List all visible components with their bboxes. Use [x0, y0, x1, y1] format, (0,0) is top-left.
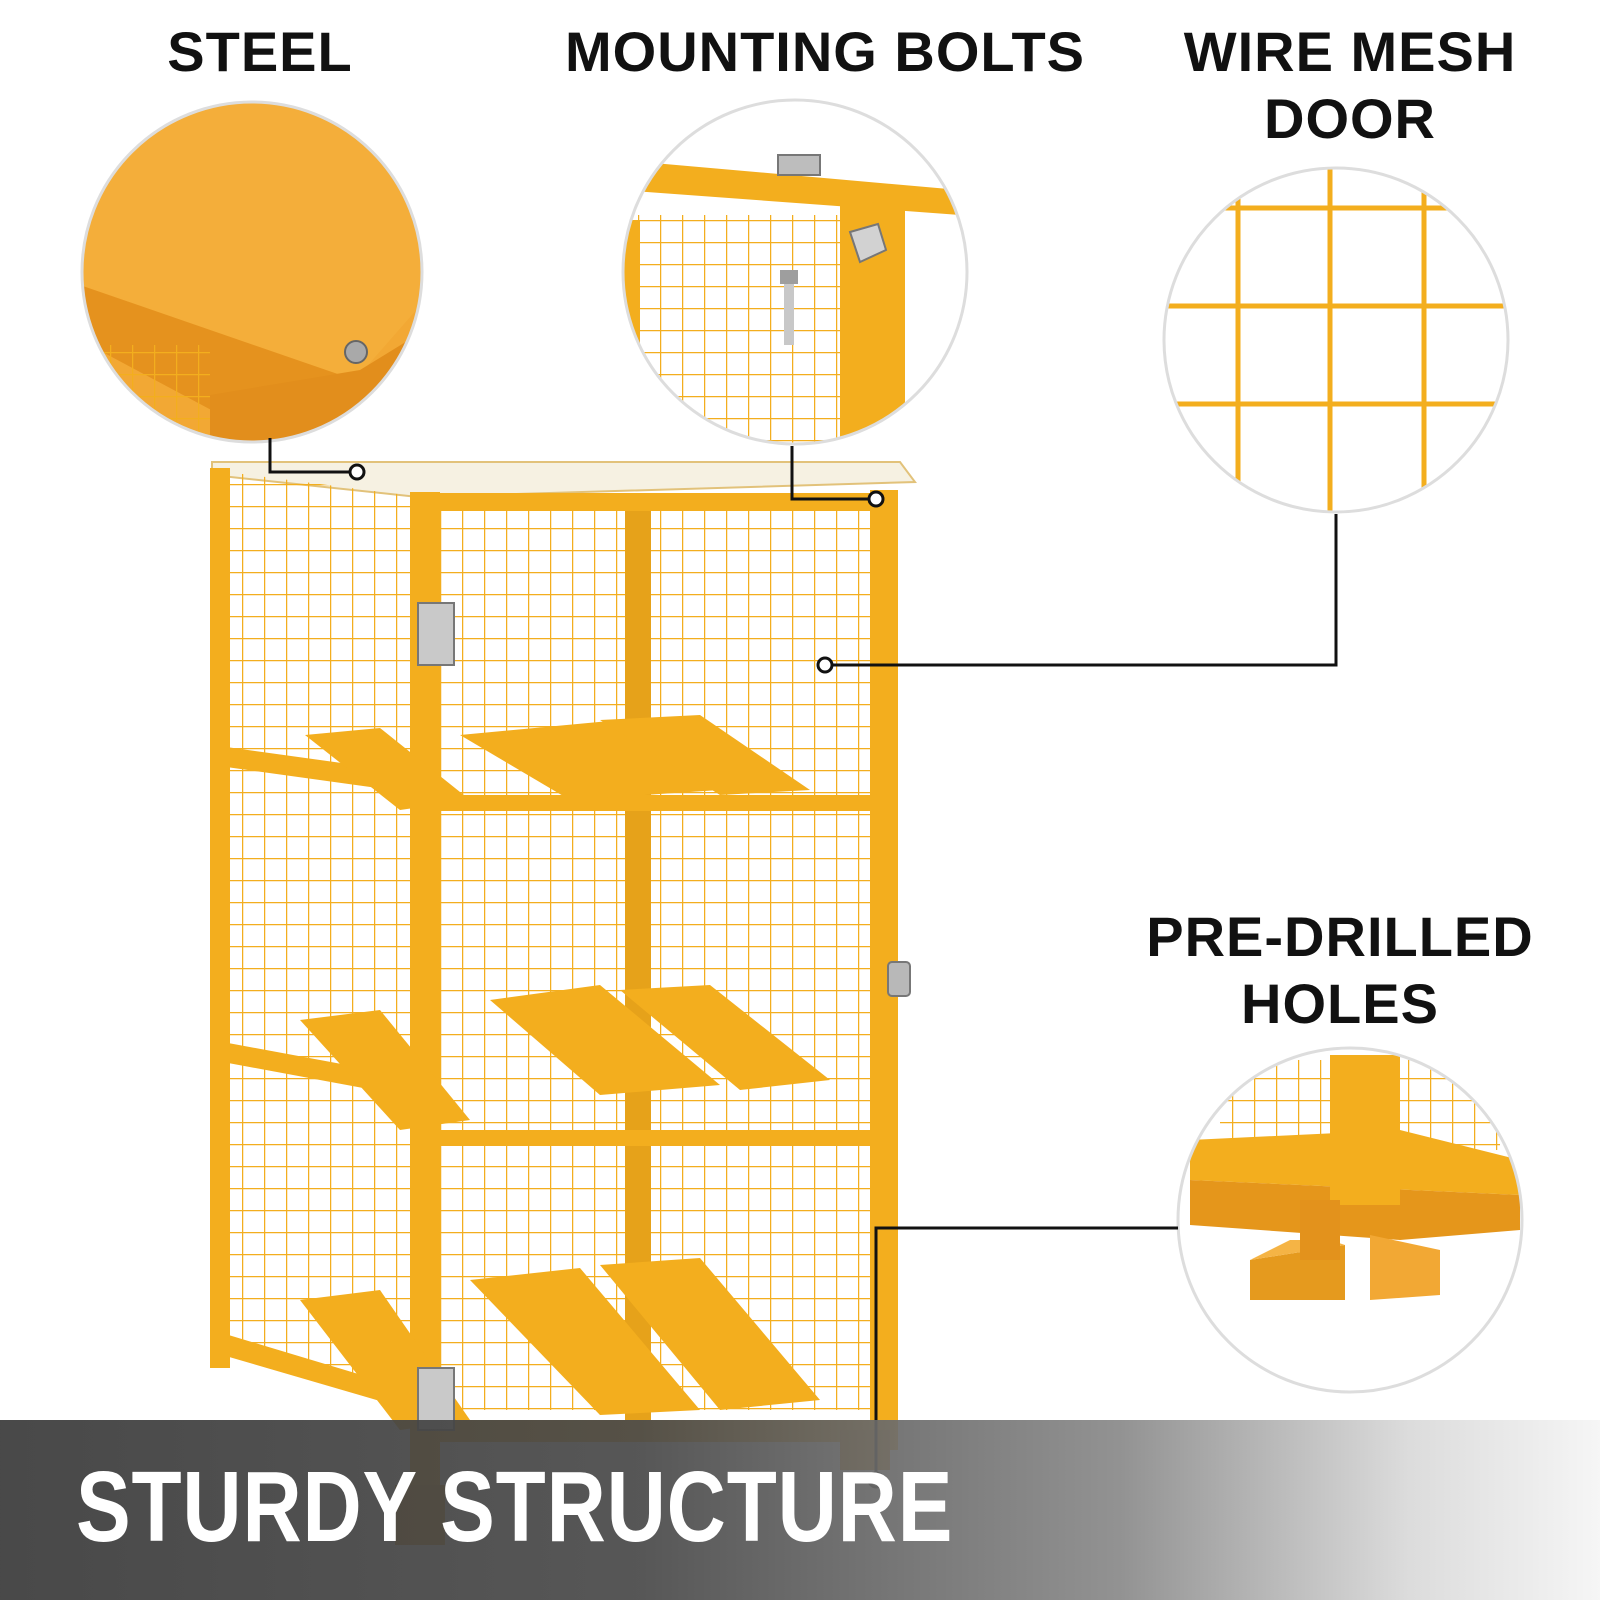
- label-holes-line2: HOLES: [1241, 972, 1439, 1036]
- callout-line-steel: [268, 438, 356, 474]
- footer-band: [0, 1420, 1600, 1600]
- steel-detail-circle: [80, 100, 424, 444]
- mounting-bolts-detail-circle: [621, 98, 969, 446]
- callout-dot-bolts: [867, 490, 885, 508]
- label-pre-drilled-holes: PRE-DRILLED HOLES: [1130, 903, 1550, 1037]
- callout-line-holes: [874, 1226, 1178, 1478]
- label-mounting-bolts: MOUNTING BOLTS: [555, 18, 1095, 85]
- label-wire-mesh-door: WIRE MESH DOOR: [1160, 18, 1540, 152]
- gas-cylinder-cage: [210, 461, 917, 1545]
- pre-drilled-holes-detail-circle: [1176, 1046, 1524, 1394]
- label-steel: STEEL: [160, 18, 360, 85]
- callout-line-mesh: [825, 514, 1338, 667]
- callout-dot-steel: [348, 463, 366, 481]
- footer-title: STURDY STRUCTURE: [76, 1451, 954, 1563]
- callout-lines: [268, 438, 1338, 1478]
- callout-line-bolts: [790, 446, 874, 501]
- wire-mesh-detail-circle: [1162, 166, 1510, 514]
- label-wire-mesh-line2: DOOR: [1264, 87, 1436, 151]
- label-mounting-bolts-text: MOUNTING BOLTS: [564, 20, 1086, 83]
- label-holes-line1: PRE-DRILLED: [1146, 905, 1534, 968]
- callout-dot-mesh: [816, 656, 834, 674]
- label-steel-text: STEEL: [167, 20, 353, 83]
- label-wire-mesh-line1: WIRE MESH: [1183, 20, 1517, 83]
